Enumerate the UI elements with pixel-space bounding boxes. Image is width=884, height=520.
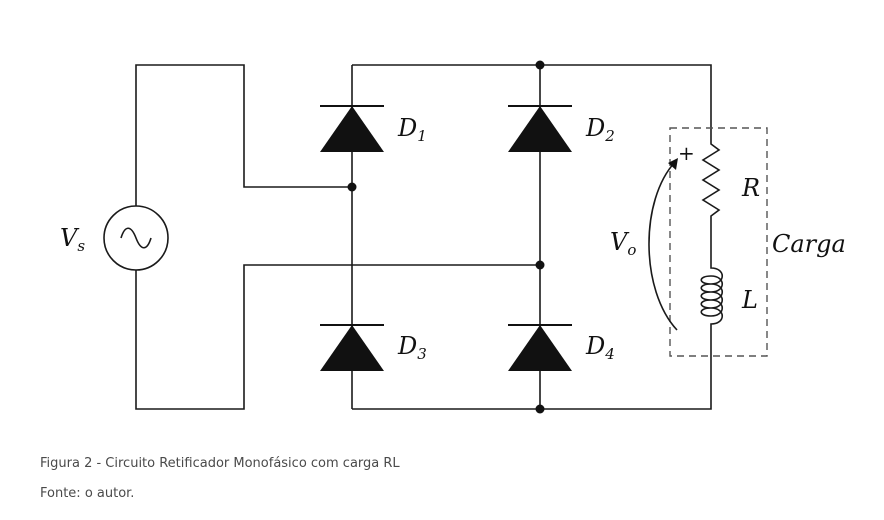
sine-wave-icon bbox=[120, 227, 152, 249]
rectifier-circuit-diagram: Vs D1 D2 D3 D4 + Vo R L Carga bbox=[60, 60, 846, 414]
diode-d2-label: D2 bbox=[585, 114, 615, 145]
figure-caption: Figura 2 - Circuito Retificador Monofási… bbox=[40, 456, 400, 471]
diode-d4-label: D4 bbox=[585, 332, 615, 363]
junction-node-left bbox=[347, 182, 357, 192]
inductor bbox=[700, 262, 724, 338]
junction-node-bottom bbox=[535, 404, 545, 414]
source-wires bbox=[135, 64, 540, 410]
load-boundary-box bbox=[669, 127, 768, 357]
output-voltage-label: Vo bbox=[610, 228, 636, 259]
diode-d3 bbox=[320, 324, 384, 371]
inductor-label: L bbox=[741, 286, 758, 314]
voltage-arrow-head bbox=[668, 158, 678, 170]
ac-source bbox=[103, 205, 169, 271]
source-label: Vs bbox=[60, 224, 85, 255]
resistor bbox=[701, 128, 721, 262]
junction-node-top bbox=[535, 60, 545, 70]
diode-d1-label: D1 bbox=[397, 114, 427, 145]
load-label: Carga bbox=[772, 230, 846, 258]
diode-d2 bbox=[508, 105, 572, 152]
diode-d4 bbox=[508, 324, 572, 371]
diode-d1 bbox=[320, 105, 384, 152]
junction-node-right bbox=[535, 260, 545, 270]
diode-d3-label: D3 bbox=[397, 332, 427, 363]
voltage-arrow bbox=[648, 161, 678, 331]
figure-source: Fonte: o autor. bbox=[40, 486, 135, 501]
plus-sign: + bbox=[678, 141, 695, 165]
resistor-label: R bbox=[741, 174, 760, 202]
